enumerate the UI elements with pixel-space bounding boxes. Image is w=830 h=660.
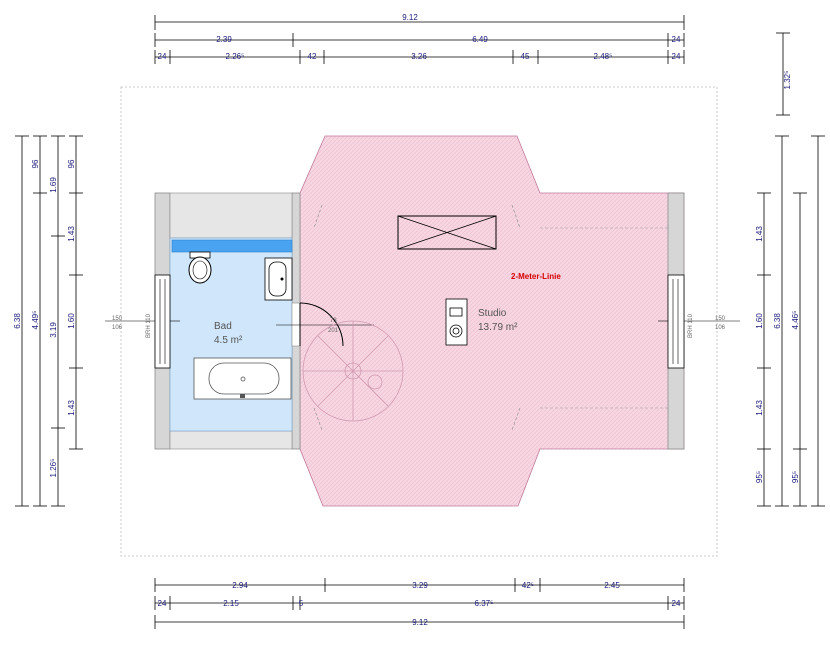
door-icon bbox=[276, 302, 374, 347]
toilet-icon bbox=[188, 251, 212, 284]
dim-top-overall: 9.12 bbox=[402, 13, 418, 22]
dim-top-r3-3: 3.26 bbox=[411, 52, 427, 61]
bath-bottom-niche bbox=[169, 430, 293, 450]
dim-left-c3-2: 1.26⁵ bbox=[49, 459, 58, 478]
dim-left-c2-1: 4.49⁵ bbox=[31, 311, 40, 330]
bath-top-niche bbox=[169, 192, 293, 239]
roof-outline bbox=[120, 86, 718, 557]
sink-icon bbox=[264, 257, 293, 301]
dim-right-c1-0: 1.43 bbox=[755, 226, 764, 242]
dim-left-c1: 6.38 bbox=[13, 313, 22, 329]
dim-left-c4-0: 96 bbox=[67, 159, 76, 168]
right-dimensions: 1.43 1.60 1.43 95⁵ 6.38 4.46⁵ 95⁵ bbox=[755, 135, 825, 507]
bath-area-label: 4.5 m² bbox=[214, 335, 243, 346]
dim-top-r3-1: 2.26⁵ bbox=[226, 52, 245, 61]
dim-bot-r2-0: 24 bbox=[158, 599, 167, 608]
window-right-width: 150 bbox=[715, 316, 726, 322]
dim-top-r2-2: 24 bbox=[672, 35, 681, 44]
skylight-icon bbox=[397, 215, 497, 250]
two-meter-line-label: 2-Meter-Linie bbox=[511, 272, 561, 281]
bottom-dimensions: 2.94 3.29 42⁵ 2.45 24 2.15 5 6.37⁵ 24 9.… bbox=[154, 578, 685, 629]
door-width-label: 73 bbox=[330, 318, 337, 324]
spiral-stair-icon bbox=[302, 320, 404, 422]
studio-name-label: Studio bbox=[478, 308, 507, 319]
dim-bot-r1-2: 42⁵ bbox=[522, 581, 534, 590]
dim-top-r3-5: 2.48⁵ bbox=[594, 52, 613, 61]
dim-right-c3: 6.38 bbox=[773, 313, 782, 329]
window-left-brh: BRH 110 bbox=[146, 313, 152, 338]
window-left-height: 106 bbox=[112, 325, 123, 331]
studio-area-label: 13.79 m² bbox=[478, 322, 518, 333]
bathtub-icon bbox=[193, 357, 292, 400]
dim-top-r3-2: 42 bbox=[308, 52, 317, 61]
window-right-brh: BRH 110 bbox=[688, 313, 694, 338]
window-left-width: 150 bbox=[112, 316, 123, 322]
dim-right-c1-3: 95⁵ bbox=[755, 471, 764, 483]
left-dimensions: 6.38 96 4.49⁵ 1.69 3.19 1.26⁵ 96 1.43 1.… bbox=[13, 135, 83, 507]
window-left bbox=[105, 274, 180, 369]
top-dimensions: 9.12 2.39 6.49 24 24 2.26⁵ 42 3.26 45 2.… bbox=[154, 13, 792, 116]
dim-top-r3-6: 24 bbox=[672, 52, 681, 61]
dim-top-r2-1: 6.49 bbox=[472, 35, 488, 44]
window-right-height: 106 bbox=[715, 325, 726, 331]
dim-bot-r1-3: 2.45 bbox=[604, 581, 620, 590]
dim-left-c4-2: 1.60 bbox=[67, 313, 76, 329]
dim-right-top: 1.32⁵ bbox=[783, 71, 792, 90]
dim-left-c2-0: 96 bbox=[31, 159, 40, 168]
door-height-label: 201 bbox=[328, 328, 339, 334]
dim-left-c3-0: 1.69 bbox=[49, 177, 58, 193]
dim-bot-r2-2: 5 bbox=[299, 599, 304, 608]
dim-bot-overall: 9.12 bbox=[412, 618, 428, 627]
window-right bbox=[658, 274, 740, 369]
dim-bot-r2-4: 24 bbox=[672, 599, 681, 608]
dim-left-c3-1: 3.19 bbox=[49, 322, 58, 338]
dim-left-c4-1: 1.43 bbox=[67, 226, 76, 242]
dim-bot-r1-0: 2.94 bbox=[232, 581, 248, 590]
bath-shelf bbox=[171, 239, 293, 253]
dim-left-c4-3: 1.43 bbox=[67, 400, 76, 416]
slope-lines bbox=[313, 204, 521, 431]
dim-bot-r2-1: 2.15 bbox=[223, 599, 239, 608]
dim-top-r3-4: 45 bbox=[521, 52, 530, 61]
dim-right-c1-1: 1.60 bbox=[755, 313, 764, 329]
dim-top-r2-0: 2.39 bbox=[216, 35, 232, 44]
bath-name-label: Bad bbox=[214, 321, 232, 332]
dim-right-c2-1: 95⁵ bbox=[791, 471, 800, 483]
dim-bot-r1-1: 3.29 bbox=[412, 581, 428, 590]
two-meter-lines bbox=[540, 227, 668, 409]
dim-bot-r2-3: 6.37⁵ bbox=[475, 599, 494, 608]
dim-right-c1-2: 1.43 bbox=[755, 400, 764, 416]
dim-top-r3-0: 24 bbox=[158, 52, 167, 61]
stove-icon bbox=[445, 298, 468, 346]
dim-right-c2-0: 4.46⁵ bbox=[791, 311, 800, 330]
